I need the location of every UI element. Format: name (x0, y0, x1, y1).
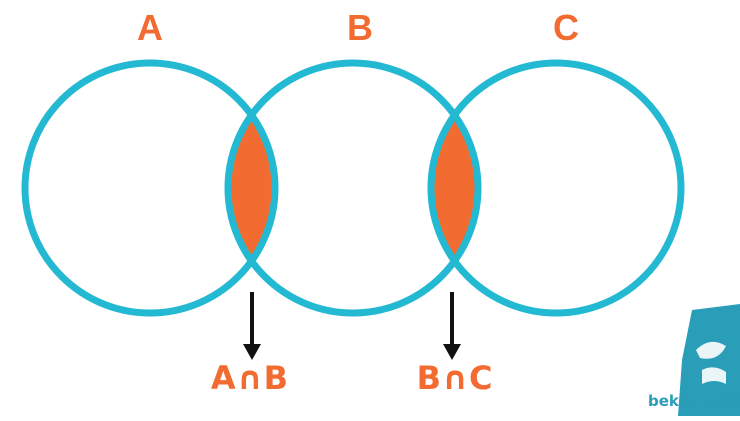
bekhun-logo-icon (678, 304, 740, 416)
watermark-text: bekhun.com (648, 392, 740, 410)
set-c-circle (427, 59, 685, 317)
intersection-a-b-label: A∩B (210, 359, 290, 397)
set-a-circle (21, 59, 279, 317)
set-b-label: B (347, 7, 373, 48)
set-c-label: C (553, 7, 579, 48)
arrow-a-b (243, 292, 261, 360)
set-a-label: A (137, 7, 163, 48)
intersection-b-c-label: B∩C (416, 359, 494, 397)
set-b-circle (224, 59, 482, 317)
arrow-b-c (443, 292, 461, 360)
